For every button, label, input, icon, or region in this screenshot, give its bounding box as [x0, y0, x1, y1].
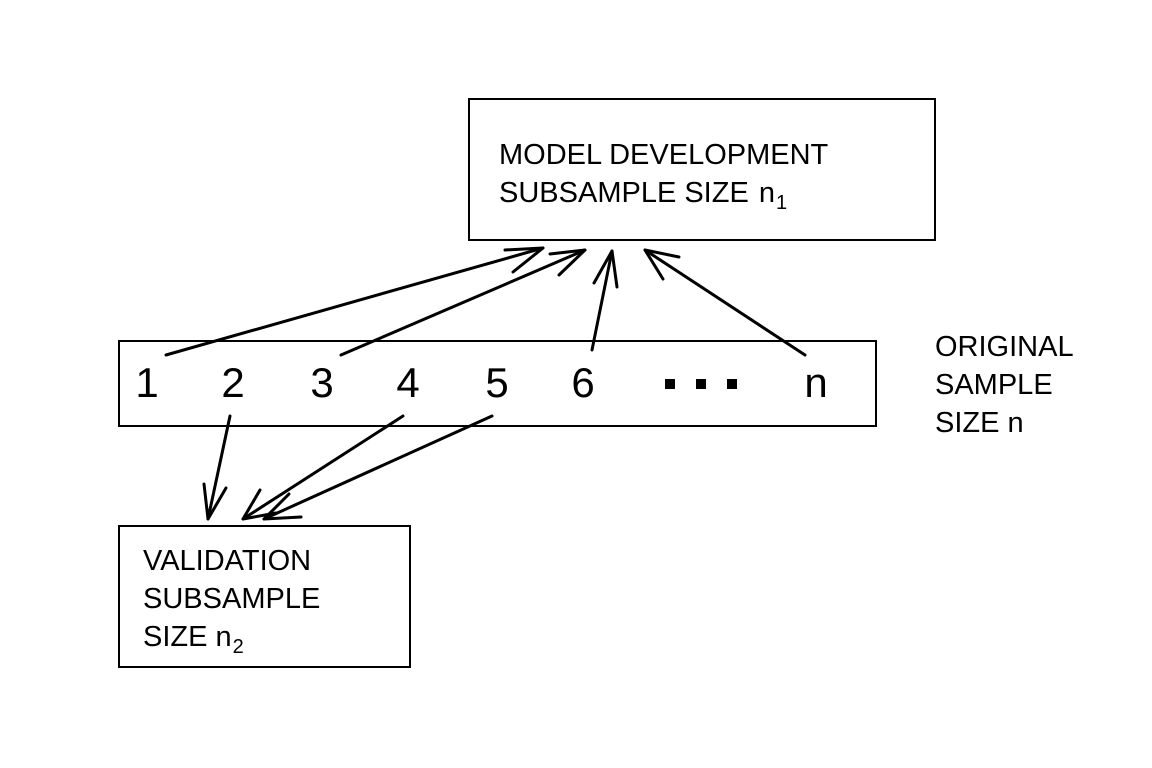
original-sample-label-line1: ORIGINAL	[935, 331, 1074, 363]
validation-line3: SIZE n2	[143, 618, 320, 666]
sample-item-6: 6	[571, 359, 595, 406]
model-development-label: MODEL DEVELOPMENT SUBSAMPLE SIZE n1	[499, 136, 828, 222]
validation-size-var: n	[215, 621, 232, 653]
original-sample-label-line2: SAMPLE	[935, 369, 1053, 401]
model-development-line1: MODEL DEVELOPMENT	[499, 139, 829, 171]
sample-item-n: n	[804, 359, 828, 406]
model-development-box: MODEL DEVELOPMENT SUBSAMPLE SIZE n1	[468, 98, 936, 241]
original-sample-label: ORIGINAL SAMPLE SIZE n	[935, 328, 1074, 442]
validation-subsample-box: VALIDATION SUBSAMPLE SIZE n2	[118, 525, 411, 668]
sample-item-3: 3	[310, 359, 334, 406]
validation-line1: VALIDATION	[143, 545, 312, 577]
arrow-5-to-validation	[262, 414, 494, 521]
validation-size-text: SIZE	[143, 621, 208, 653]
arrow-2-to-validation	[202, 414, 232, 521]
model-development-line2: SUBSAMPLE SIZE n1	[499, 174, 828, 222]
validation-label: VALIDATION SUBSAMPLE SIZE n2	[143, 542, 320, 666]
validation-line2: SUBSAMPLE	[143, 583, 321, 615]
validation-size-subscript: 2	[232, 636, 244, 658]
ellipsis-dot	[665, 379, 675, 389]
ellipsis-dot	[727, 379, 737, 389]
sample-item-4: 4	[396, 359, 420, 406]
sample-item-1: 1	[135, 359, 159, 406]
arrow-6-to-model	[590, 249, 619, 352]
model-development-size-var: n	[758, 177, 775, 209]
model-development-size-text: SUBSAMPLE SIZE	[499, 177, 749, 209]
arrow-1-to-model	[164, 246, 545, 357]
ellipsis-dot	[696, 379, 706, 389]
sample-item-5: 5	[485, 359, 509, 406]
sample-ellipsis	[665, 379, 737, 391]
model-development-size-subscript: 1	[775, 192, 788, 214]
original-sample-label-line3: SIZE n	[935, 407, 1024, 439]
arrow-4-to-validation	[241, 414, 405, 521]
sample-item-2: 2	[221, 359, 245, 406]
